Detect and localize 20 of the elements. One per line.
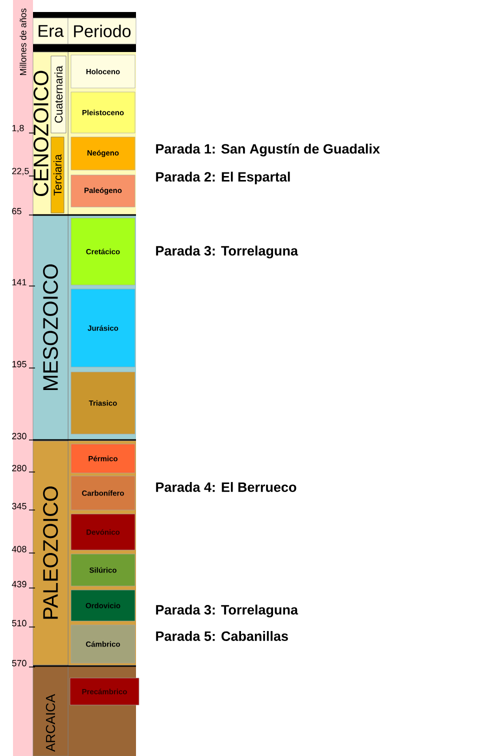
axis-title: Millones de años	[20, 8, 26, 75]
stop-label: Parada 4: El Berrueco	[156, 482, 296, 492]
age-label: 22,5	[12, 168, 29, 176]
age-label: 1,8	[12, 124, 24, 132]
stop-label: Parada 3: Torrelaguna	[156, 246, 298, 258]
stop-label: Parada 5: Cabanillas	[156, 631, 288, 641]
stop-label: Parada 1: San Agustín de Guadalix	[156, 144, 380, 156]
era-band: MESOZOICO	[32, 214, 68, 440]
sub-era-box: Terciaria	[50, 136, 64, 214]
age-label: 230	[12, 432, 26, 440]
era-band: PALEOZOICO	[32, 440, 68, 666]
era-band: ARCAICA	[32, 666, 68, 756]
sub-era-box: Cuaternaria	[50, 56, 66, 134]
column-header: Era	[32, 18, 68, 44]
stop-label: Parada 2: El Espartal	[156, 172, 290, 184]
age-label: 65	[12, 208, 22, 214]
column-header: Periodo	[68, 18, 136, 44]
age-label: 280	[12, 464, 26, 472]
age-label: 570	[12, 660, 26, 666]
stop-label: Parada 3: Torrelaguna	[156, 604, 298, 618]
